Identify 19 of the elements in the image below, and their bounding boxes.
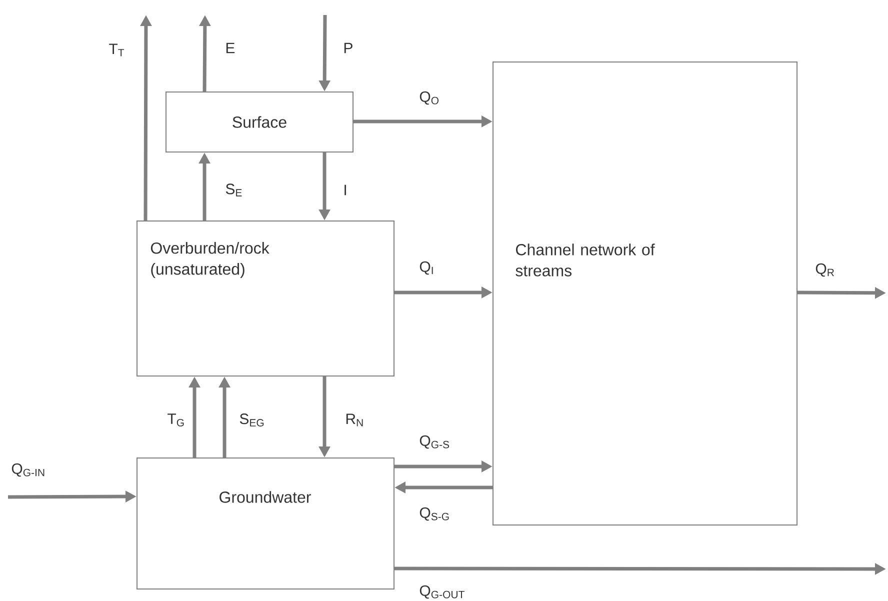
edge-label: R$_{N}$ <box>346 414 363 426</box>
edge-label: Q$_{O}$ <box>420 91 439 105</box>
edge-label: S$_{E}$ <box>226 184 242 196</box>
edge-label: S$_{EG}$ <box>240 414 264 426</box>
edge-label: P <box>344 42 352 54</box>
edge-label: Q$_{R}$ <box>816 263 834 277</box>
edge-label: Q$_{S-G}$ <box>420 507 449 521</box>
edge-label: E <box>226 42 235 54</box>
process-box: Overburden/rock (unsaturated) <box>136 220 394 376</box>
edge-label: T$_{G}$ <box>168 414 184 426</box>
edge-label: Q$_{I}$ <box>420 261 433 275</box>
edge-label: I <box>344 184 346 196</box>
edge-label: T$_{T}$ <box>109 44 124 56</box>
edge-label: Q$_{G-IN}$ <box>12 463 44 477</box>
process-box: Groundwater <box>136 458 394 590</box>
edge-label: Q$_{G-OUT}$ <box>420 585 464 599</box>
edge-label: Q$_{G-S}$ <box>420 435 450 449</box>
process-box: Channel network of streams <box>492 62 798 526</box>
process-box: Surface <box>166 92 354 152</box>
